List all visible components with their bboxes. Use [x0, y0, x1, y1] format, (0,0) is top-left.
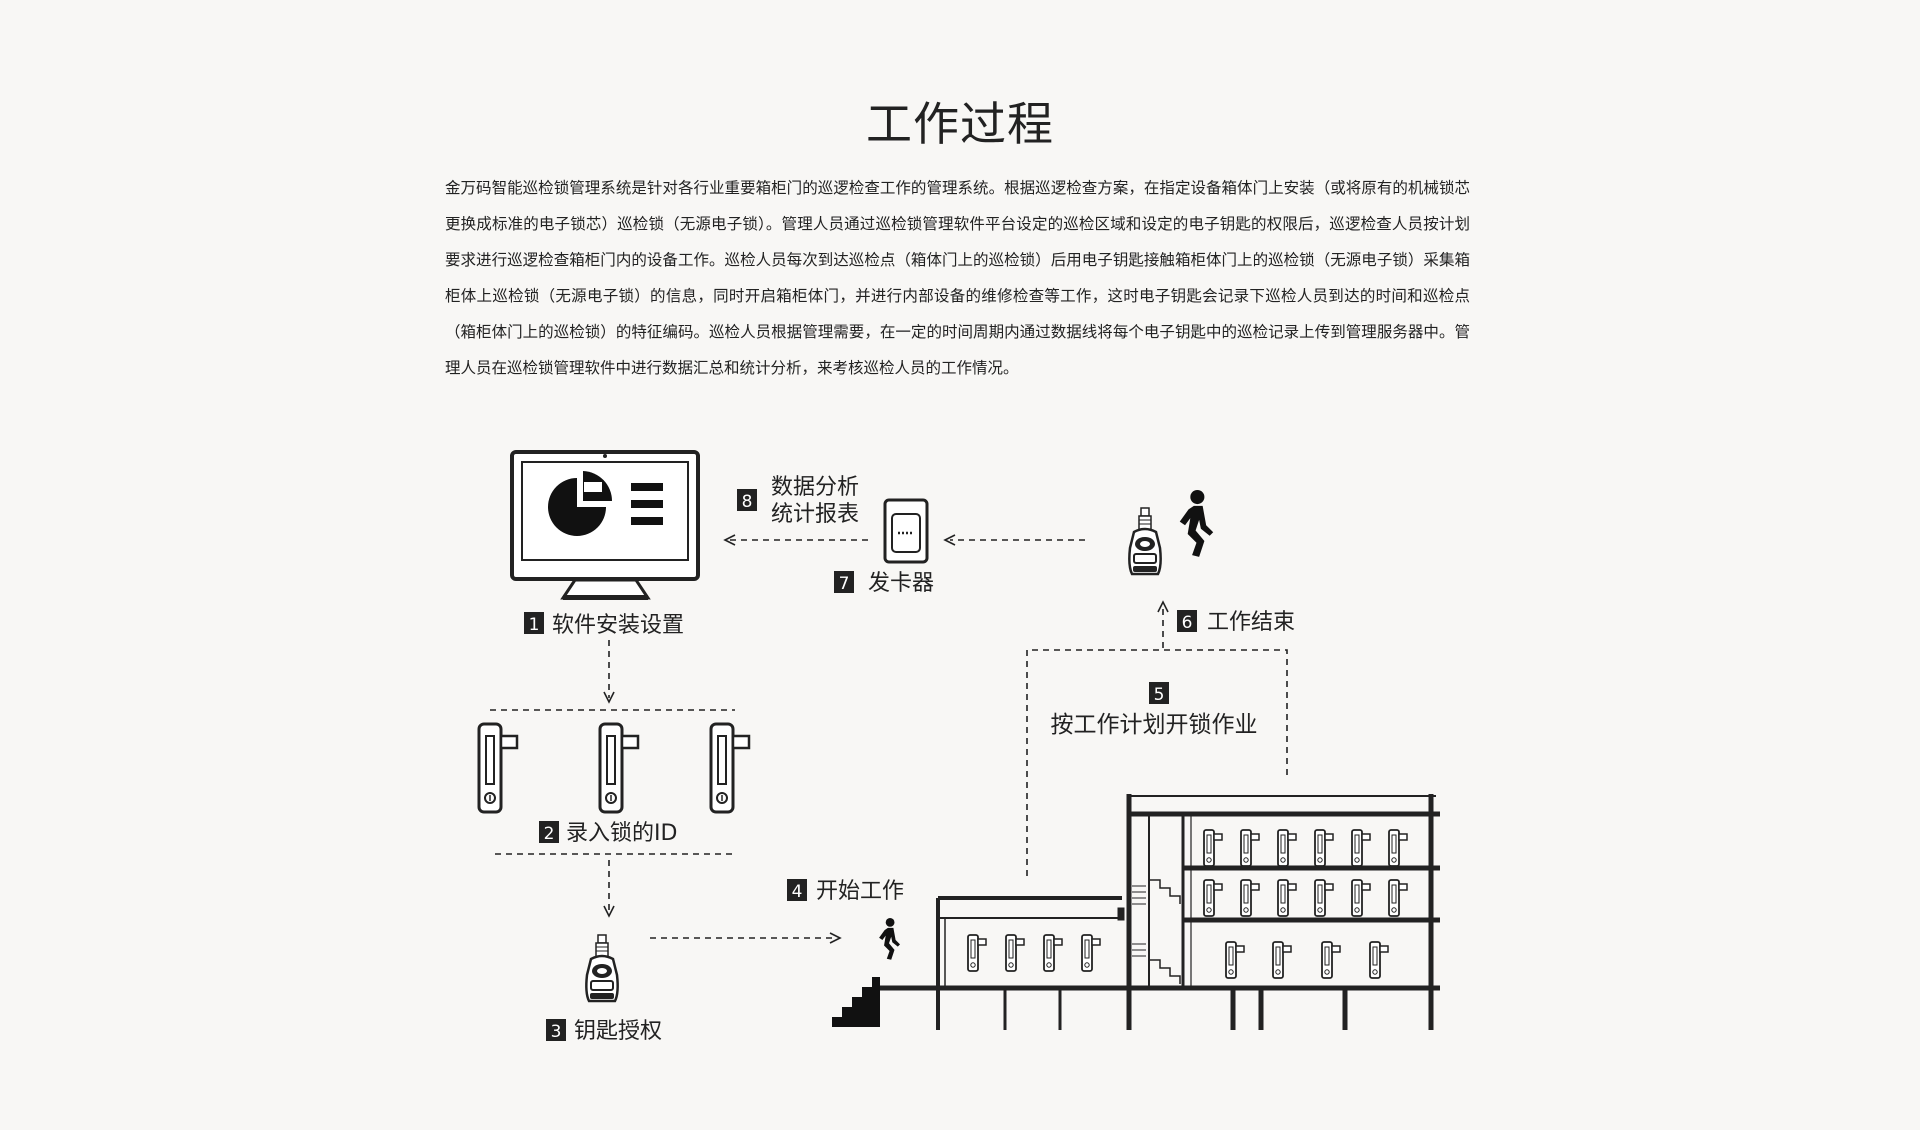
lock-icon: [1240, 879, 1260, 917]
step-4-number: 4: [792, 882, 803, 902]
lock-icon: [1351, 879, 1371, 917]
step-6-number: 6: [1182, 613, 1193, 633]
step-7-number: 7: [839, 574, 850, 594]
monitor-icon: [510, 450, 700, 600]
lock-icon: [598, 722, 640, 814]
step-8-number: 8: [742, 492, 753, 512]
lock-icon: [1005, 934, 1025, 972]
step-8-badge: [737, 489, 757, 511]
lock-icon: [1272, 941, 1292, 979]
lock-icon: [1081, 934, 1101, 972]
walking-person-icon: [879, 918, 900, 960]
lock-icon: [967, 934, 987, 972]
lock-icon: [1240, 829, 1260, 867]
lock-icon: [1277, 829, 1297, 867]
lock-icon: [1203, 879, 1223, 917]
lock-icon: [1225, 941, 1245, 979]
step-6-badge: [1177, 610, 1197, 632]
step-8-label-line1: 数据分析: [771, 475, 859, 500]
page-title: 工作过程: [866, 97, 1054, 151]
step-5-badge: [1149, 682, 1169, 704]
lock-icon: [1314, 879, 1334, 917]
lock-icon: [1043, 934, 1063, 972]
step-1-badge: [524, 612, 544, 634]
lock-icon: [1277, 879, 1297, 917]
step-3-number: 3: [551, 1022, 562, 1042]
lock-icon: [477, 722, 519, 814]
building-icon: [832, 794, 1440, 1030]
step-8-label-line2: 统计报表: [771, 502, 859, 527]
step-3-badge: [546, 1019, 566, 1041]
step-1-number: 1: [529, 615, 540, 635]
walking-person-icon: [1179, 490, 1214, 557]
lock-icon: [1388, 879, 1408, 917]
lock-icon: [1314, 829, 1334, 867]
step-3-label: 钥匙授权: [574, 1019, 662, 1044]
lock-icon: [1351, 829, 1371, 867]
lock-icon: [1388, 829, 1408, 867]
step-1-label: 软件安装设置: [552, 613, 684, 638]
lock-icon: [1321, 941, 1341, 979]
step-2-label: 录入锁的ID: [566, 821, 677, 846]
step-4-label: 开始工作: [816, 879, 904, 904]
step-5-number: 5: [1154, 685, 1165, 705]
electronic-key-icon: [585, 933, 619, 1003]
lock-icon: [1203, 829, 1223, 867]
lock-icon: [1369, 941, 1389, 979]
card-reader-icon: [883, 498, 929, 564]
step-7-badge: [834, 571, 854, 593]
step-6-label: 工作结束: [1207, 610, 1295, 635]
step-2-number: 2: [544, 824, 555, 844]
step-4-badge: [787, 879, 807, 901]
intro-paragraph: 金万码智能巡检锁管理系统是针对各行业重要箱柜门的巡逻检查工作的管理系统。根据巡逻…: [445, 179, 1470, 377]
step-7-label: 发卡器: [868, 571, 934, 596]
step-2-badge: [539, 821, 559, 843]
lock-icon: [709, 722, 751, 814]
electronic-key-icon: [1128, 506, 1162, 576]
step-5-label: 按工作计划开锁作业: [1051, 712, 1258, 738]
